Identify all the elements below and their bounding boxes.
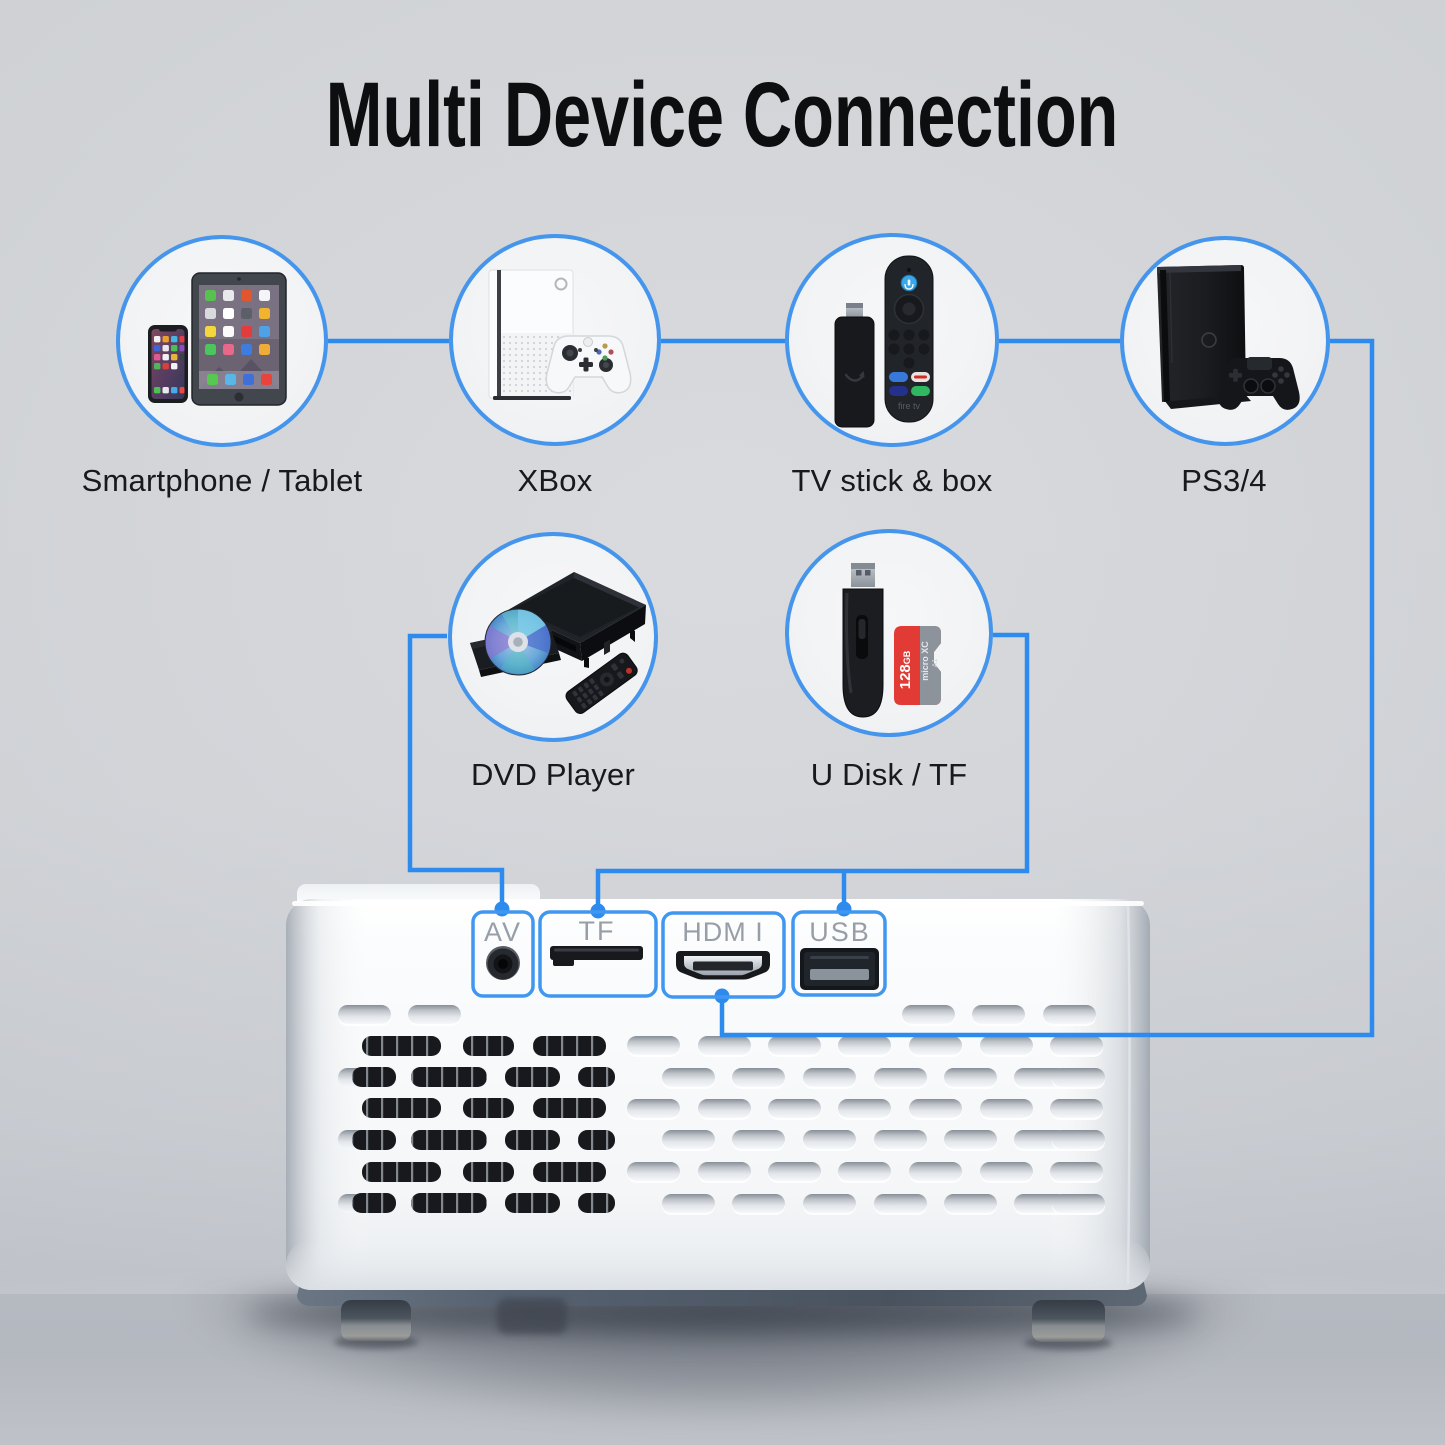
svg-text:TF: TF — [579, 916, 616, 946]
svg-text:128GB: 128GB — [897, 650, 914, 689]
svg-text:fire tv: fire tv — [898, 401, 921, 411]
svg-text:USB: USB — [809, 917, 871, 947]
svg-text:HDM I: HDM I — [682, 917, 764, 947]
svg-text:micro XC: micro XC — [920, 641, 930, 681]
svg-text:AV: AV — [484, 917, 522, 947]
svg-text:A1: A1 — [932, 659, 939, 668]
